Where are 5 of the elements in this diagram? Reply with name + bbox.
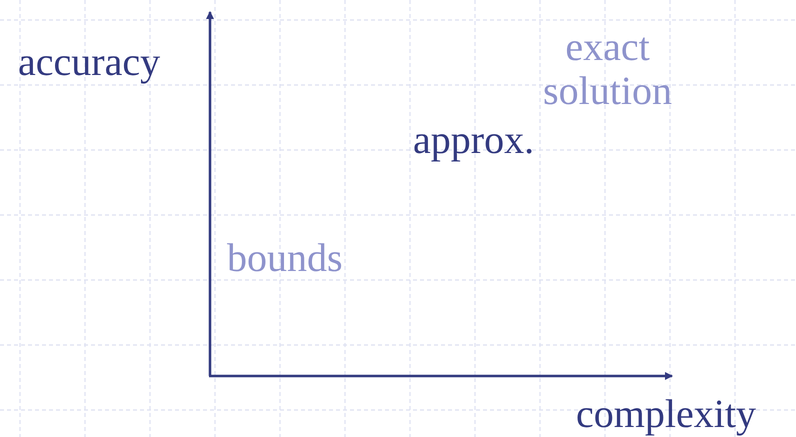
region-label: exact solution [542,25,673,113]
region-label: approx. [413,118,534,162]
region-label: bounds [227,236,343,280]
axis-label: complexity [576,392,756,436]
axis-label: accuracy [18,40,160,84]
